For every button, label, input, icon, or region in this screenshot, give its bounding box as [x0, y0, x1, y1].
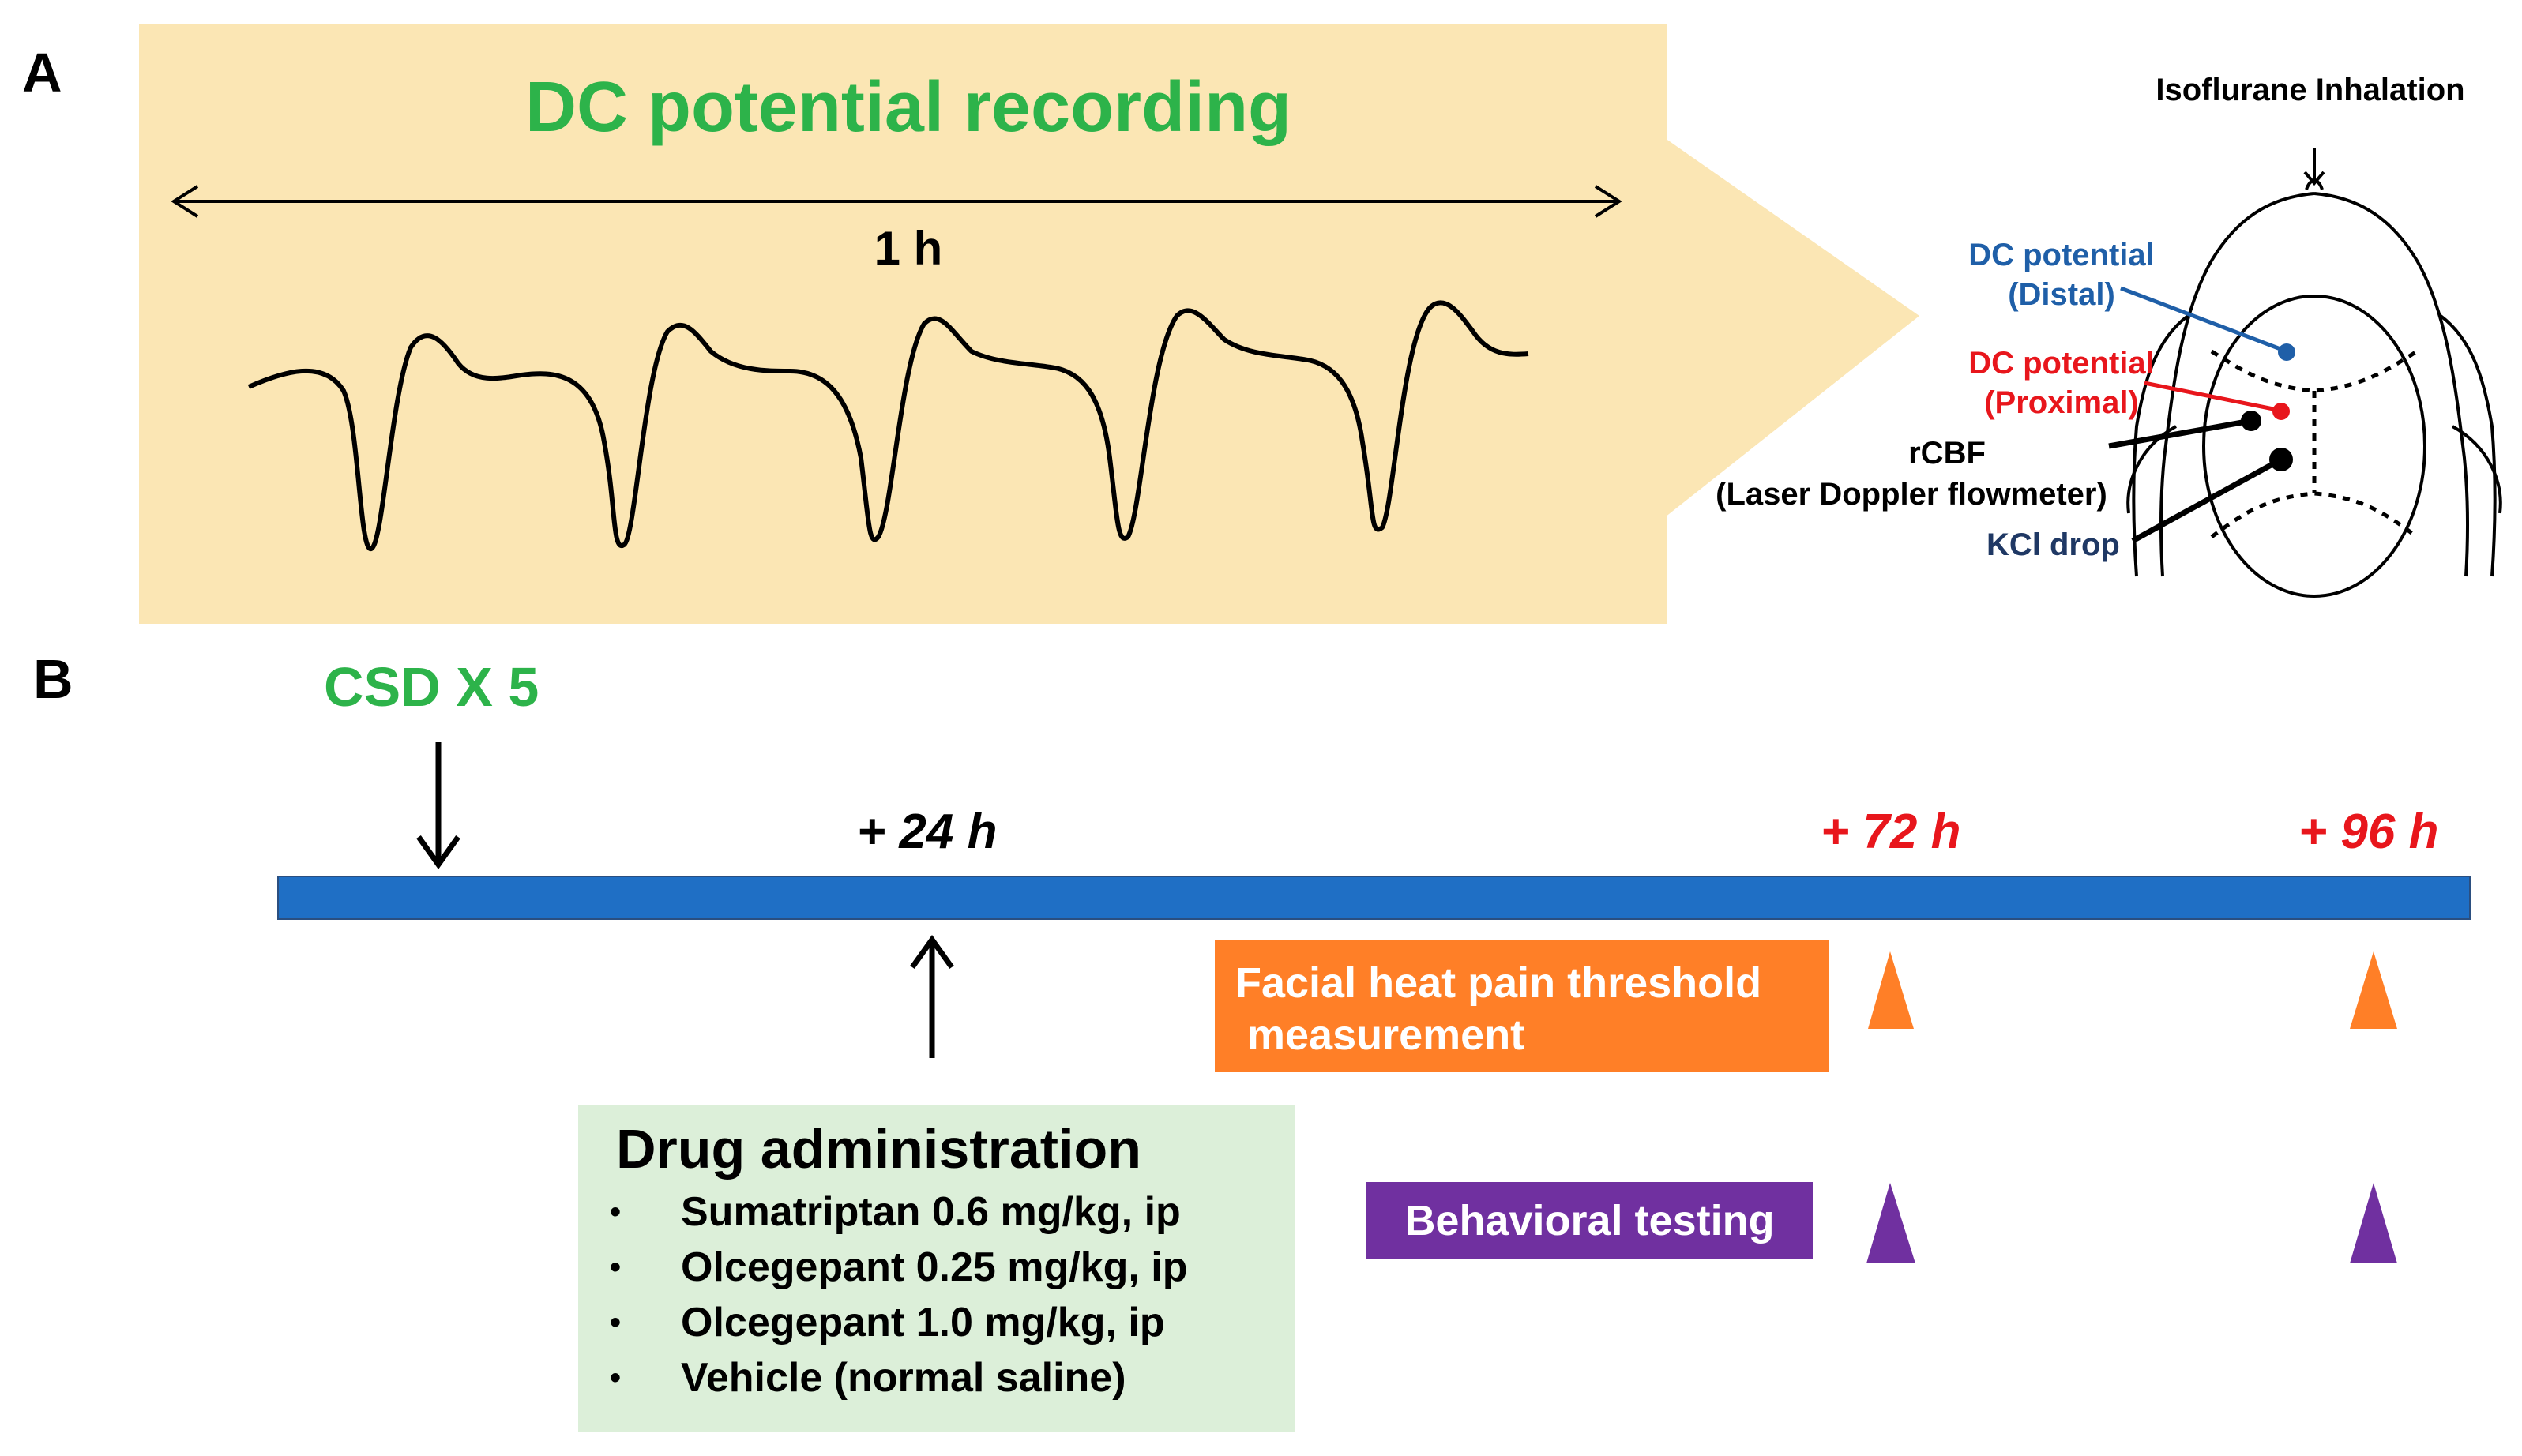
rcbf-lead [2108, 418, 2252, 449]
heat-test-72h-marker [1868, 951, 1914, 1029]
rcbf-label-line2: (Laser Doppler flowmeter) [1716, 477, 2107, 512]
proximal-electrode [2272, 403, 2290, 420]
distal-label-line1: DC potential [1968, 238, 2155, 272]
duration-arrow [171, 185, 1622, 218]
csd-arrow [416, 742, 460, 870]
rcbf-label: rCBF (Laser Doppler flowmeter) [1682, 433, 2141, 515]
proximal-label-line2: (Proximal) [1984, 385, 2139, 420]
drug-item: Olcegepant 1.0 mg/kg, ip [578, 1295, 1295, 1350]
proximal-lead [2144, 381, 2282, 413]
dc-trace [247, 300, 1529, 552]
panel-a-letter: A [22, 42, 62, 103]
rcbf-probe [2241, 411, 2261, 431]
timepoint-72h: + 72 h [1821, 805, 1961, 859]
distal-lead [2120, 286, 2287, 354]
callout-pointer [1665, 138, 1919, 517]
timepoint-96h: + 96 h [2298, 805, 2439, 859]
distal-electrode [2278, 343, 2295, 361]
panel-b-letter: B [33, 648, 73, 710]
timeline-bar [277, 876, 2471, 920]
drug-item: Vehicle (normal saline) [578, 1350, 1295, 1405]
proximal-label-line1: DC potential [1968, 346, 2155, 381]
csd-label: CSD X 5 [324, 656, 539, 718]
distal-label: DC potential (Distal) [1911, 235, 2212, 314]
recording-title: DC potential recording [524, 68, 1292, 147]
timepoint-24h: + 24 h [857, 805, 998, 859]
behavioral-testing-label: Behavioral testing [1404, 1197, 1775, 1244]
rat-head-outline [2126, 178, 2502, 598]
facial-heat-label-line2: measurement [1235, 1011, 1525, 1059]
kcl-site [2269, 448, 2293, 471]
proximal-label: DC potential (Proximal) [1911, 343, 2212, 422]
behavior-72h-marker [1866, 1183, 1915, 1263]
rcbf-label-line1: rCBF [1908, 436, 1986, 471]
drug-administration-box: Drug administration Sumatriptan 0.6 mg/k… [578, 1105, 1295, 1432]
isoflurane-arrow [2303, 148, 2325, 186]
suture-lines [2210, 349, 2419, 539]
facial-heat-box: Facial heat pain threshold measurement [1215, 940, 1829, 1072]
drug-item: Sumatriptan 0.6 mg/kg, ip [578, 1184, 1295, 1240]
isoflurane-label: Isoflurane Inhalation [2156, 73, 2465, 107]
heat-test-96h-marker [2350, 951, 2397, 1029]
behavior-96h-marker [2350, 1183, 2397, 1263]
drug-list: Sumatriptan 0.6 mg/kg, ip Olcegepant 0.2… [578, 1184, 1295, 1405]
distal-label-line2: (Distal) [2008, 277, 2115, 312]
kcl-label: KCl drop [1986, 527, 2120, 562]
drug-item: Olcegepant 0.25 mg/kg, ip [578, 1240, 1295, 1295]
kcl-lead [2131, 456, 2283, 544]
facial-heat-label-line1: Facial heat pain threshold [1235, 959, 1762, 1007]
drug-title: Drug administration [616, 1118, 1142, 1180]
duration-label: 1 h [874, 222, 943, 275]
drug-arrow [910, 934, 954, 1058]
recording-box [139, 24, 1667, 624]
behavioral-testing-box: Behavioral testing [1366, 1182, 1813, 1259]
